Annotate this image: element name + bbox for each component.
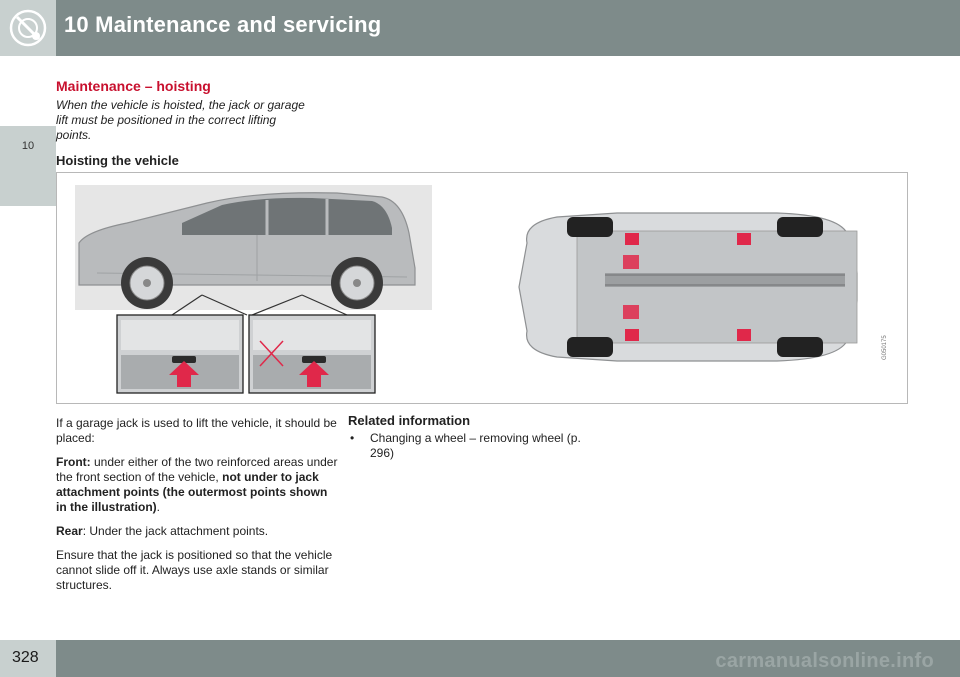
chapter-icon-box — [0, 0, 56, 56]
chapter-tab-number: 10 — [21, 140, 35, 152]
related-title: Related information — [348, 413, 471, 428]
rear-text: : Under the jack attachment points. — [82, 524, 269, 538]
section-title: Maintenance – hoisting — [56, 78, 211, 94]
front-end: . — [156, 500, 161, 514]
wrench-gear-icon — [9, 9, 47, 47]
subheading-hoisting: Hoisting the vehicle — [56, 153, 179, 168]
chapter-tab[interactable] — [0, 126, 56, 206]
related-link-text: Changing a wheel – removing wheel (p. 29… — [370, 431, 581, 460]
page-header — [0, 0, 960, 56]
body-p1: If a garage jack is used to lift the veh… — [56, 416, 337, 445]
rear-label: Rear — [56, 524, 83, 538]
illustration-graphic — [75, 185, 858, 394]
section-intro: When the vehicle is hoisted, the jack or… — [56, 98, 305, 142]
body-text: If a garage jack is used to lift the veh… — [56, 416, 341, 602]
front-warning: not under to jack attachment points (the… — [56, 470, 328, 514]
body-rear: Rear: Under the jack attachment points. — [56, 524, 341, 539]
body-p4: Ensure that the jack is positioned so th… — [56, 548, 333, 592]
front-label: Front: — [56, 455, 91, 469]
page-footer — [56, 640, 960, 677]
figure-code: G050175 — [882, 335, 888, 360]
bullet: • — [350, 431, 355, 445]
related-list: • Changing a wheel – removing wheel (p. … — [348, 431, 598, 461]
hoisting-illustration — [56, 172, 908, 404]
watermark: carmanualsonline.info — [715, 650, 934, 672]
body-front: Front: under either of the two reinforce… — [56, 455, 341, 515]
page-number: 328 — [12, 649, 39, 666]
related-link-changing-wheel[interactable]: • Changing a wheel – removing wheel (p. … — [348, 431, 598, 461]
front-text: under either of the two reinforced areas… — [56, 455, 338, 484]
footer-left-block — [0, 640, 56, 677]
chapter-title: 10 Maintenance and servicing — [64, 12, 382, 37]
